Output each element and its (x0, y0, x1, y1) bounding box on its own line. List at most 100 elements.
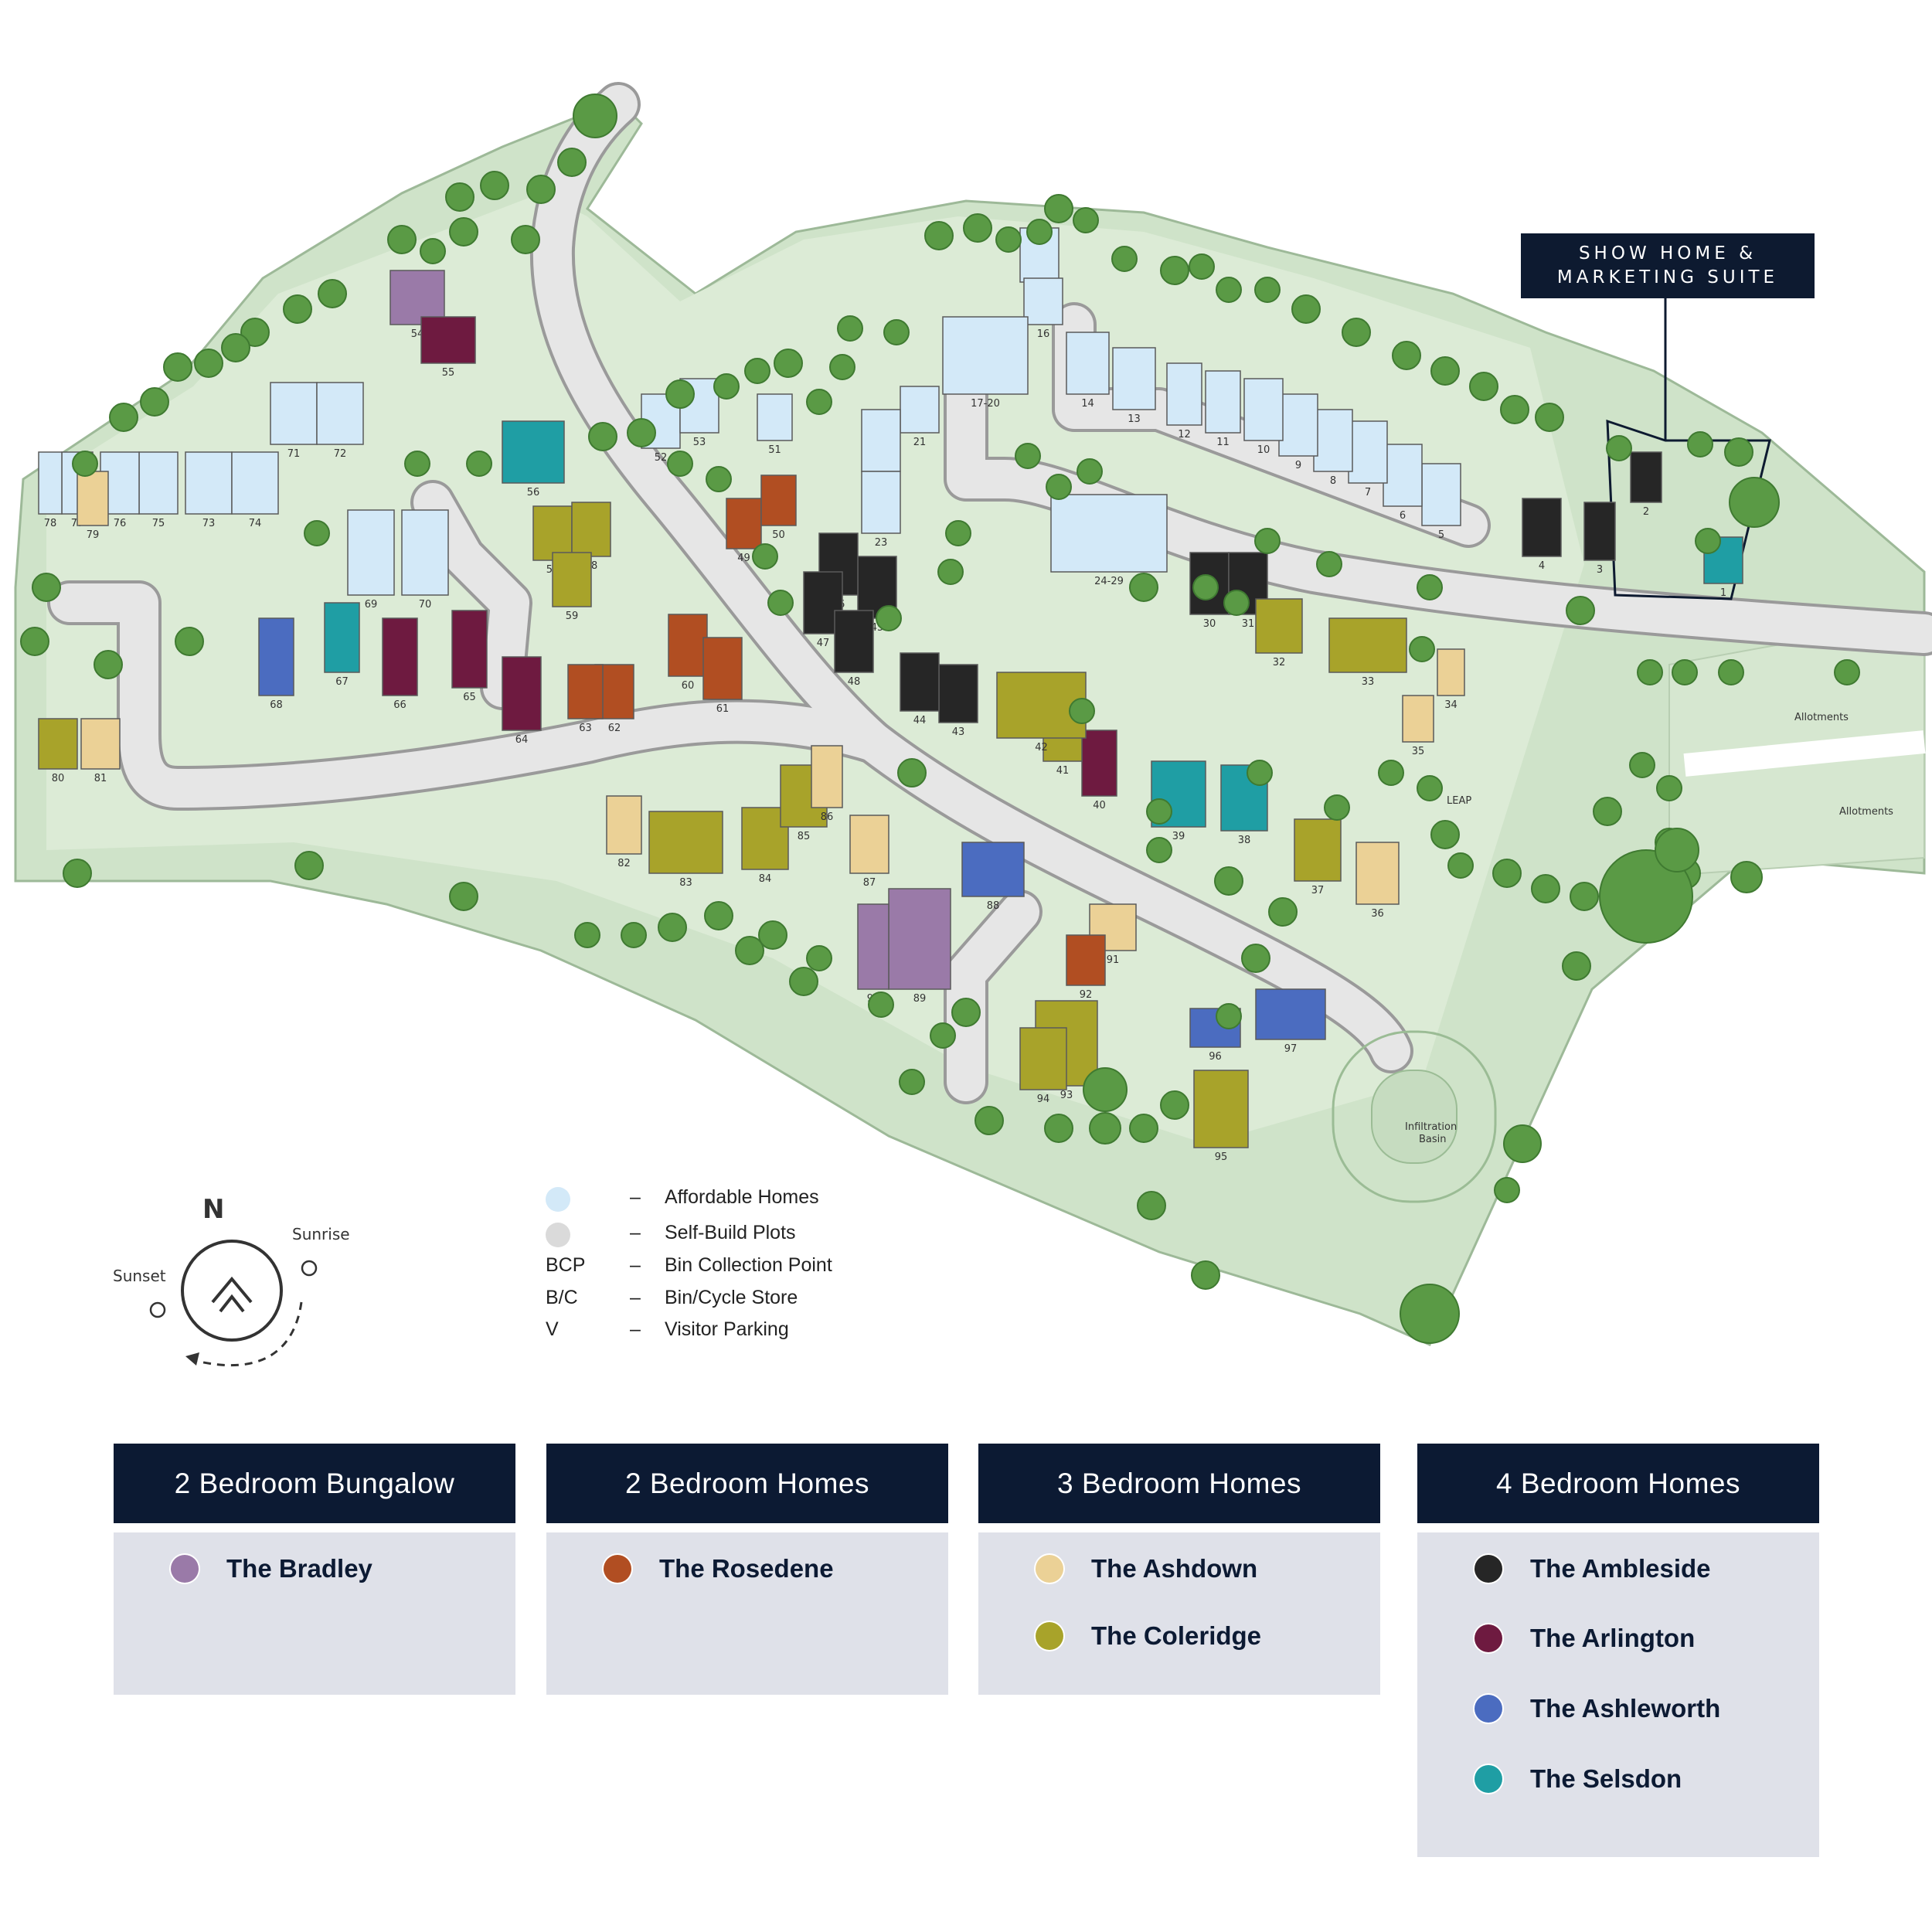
plot-68[interactable]: 68 (258, 617, 294, 711)
plot-49[interactable]: 49 (726, 498, 762, 564)
plot-number: 42 (1035, 742, 1048, 753)
house-footprint (80, 718, 121, 770)
sunrise-icon (301, 1260, 318, 1277)
plot-3[interactable]: 3 (1583, 502, 1616, 576)
house-footprint (1437, 648, 1465, 696)
plot-72[interactable]: 72 (316, 382, 364, 460)
plot-90[interactable]: 90 (857, 903, 889, 1005)
tree-icon (1535, 403, 1564, 432)
plot-95[interactable]: 95 (1193, 1070, 1249, 1163)
plot-16[interactable]: 16 (1023, 277, 1063, 340)
plot-97[interactable]: 97 (1255, 988, 1326, 1055)
plot-32[interactable]: 32 (1255, 598, 1303, 668)
plot-74[interactable]: 74 (231, 451, 279, 529)
house-footprint (571, 502, 611, 557)
plot-59[interactable]: 59 (552, 552, 592, 622)
plot-37[interactable]: 37 (1294, 818, 1342, 896)
plot-79[interactable]: 79 (77, 471, 109, 541)
house-footprint (316, 382, 364, 445)
tree-icon (1129, 1114, 1158, 1143)
plot-88[interactable]: 88 (961, 842, 1025, 912)
plot-1[interactable]: 1 (1703, 536, 1743, 599)
plot-87[interactable]: 87 (849, 815, 889, 889)
plot-94[interactable]: 94 (1019, 1027, 1067, 1105)
plot-89[interactable]: 89 (888, 888, 951, 1005)
tree-icon (1672, 659, 1698, 685)
plot-43[interactable]: 43 (938, 664, 978, 738)
plot-65[interactable]: 65 (451, 610, 488, 703)
plot-number: 67 (335, 676, 349, 688)
plot-64[interactable]: 64 (502, 656, 542, 746)
plot-48[interactable]: 48 (834, 610, 874, 688)
plot-40[interactable]: 40 (1081, 730, 1117, 811)
plot-60[interactable]: 60 (668, 614, 708, 692)
plot-2[interactable]: 2 (1630, 451, 1662, 518)
plot-69[interactable]: 69 (347, 509, 395, 611)
house-footprint (270, 382, 318, 445)
key-description: Bin Collection Point (665, 1254, 832, 1276)
tree-icon (240, 318, 270, 347)
plot-23[interactable]: 23 (861, 471, 901, 549)
plot-39[interactable]: 39 (1151, 760, 1206, 842)
plot-11[interactable]: 11 (1205, 370, 1241, 448)
plot-5[interactable]: 5 (1421, 463, 1461, 541)
tree-icon (1718, 659, 1744, 685)
plot-6[interactable]: 6 (1383, 444, 1423, 522)
plot-12[interactable]: 12 (1166, 362, 1202, 440)
plot-13[interactable]: 13 (1112, 347, 1156, 425)
plot-82[interactable]: 82 (606, 795, 642, 869)
plot-92[interactable]: 92 (1066, 934, 1106, 1001)
plot-number: 17-20 (971, 398, 1000, 410)
plot-9[interactable]: 9 (1278, 393, 1318, 471)
plot-34[interactable]: 34 (1437, 648, 1465, 711)
plot-66[interactable]: 66 (382, 617, 418, 711)
tree-icon (1500, 395, 1529, 424)
plot-44[interactable]: 44 (900, 652, 940, 726)
plot-54[interactable]: 54 (389, 270, 445, 340)
house-type-item: The Ashdown (1036, 1554, 1257, 1583)
plot-63[interactable]: 63 (567, 664, 604, 734)
plot-75[interactable]: 75 (138, 451, 179, 529)
tree-icon (449, 882, 478, 911)
key-swatch (546, 1223, 570, 1247)
site-plan-map: 1234567891011121314151617-2021222324-293… (14, 82, 1932, 1346)
plot-24-29[interactable]: 24-29 (1050, 494, 1168, 587)
house-type-item: The Ambleside (1475, 1554, 1711, 1583)
plot-55[interactable]: 55 (420, 316, 476, 379)
plot-21[interactable]: 21 (900, 386, 940, 448)
tree-icon (806, 945, 832, 971)
plot-8[interactable]: 8 (1313, 409, 1353, 487)
tree-icon (109, 403, 138, 432)
plot-67[interactable]: 67 (324, 602, 360, 688)
plot-61[interactable]: 61 (702, 637, 743, 715)
tree-icon (1089, 1112, 1121, 1145)
plot-4[interactable]: 4 (1522, 498, 1562, 572)
plot-7[interactable]: 7 (1348, 420, 1388, 498)
tree-icon (404, 451, 430, 477)
plot-86[interactable]: 86 (811, 745, 843, 823)
plot-33[interactable]: 33 (1328, 617, 1407, 688)
plot-73[interactable]: 73 (185, 451, 233, 529)
plot-number: 35 (1412, 746, 1425, 757)
plot-83[interactable]: 83 (648, 811, 723, 889)
bedroom-panel-body: The Rosedene (546, 1532, 948, 1695)
tree-icon (1342, 318, 1371, 347)
plot-17-20[interactable]: 17-20 (942, 316, 1029, 410)
house-footprint (1278, 393, 1318, 457)
plot-70[interactable]: 70 (401, 509, 449, 611)
house-type-item: The Selsdon (1475, 1764, 1682, 1794)
plot-number: 96 (1209, 1051, 1222, 1063)
plot-50[interactable]: 50 (760, 474, 797, 541)
plot-81[interactable]: 81 (80, 718, 121, 784)
plot-78[interactable]: 78 (38, 451, 63, 529)
sunset-icon (149, 1301, 166, 1318)
plot-10[interactable]: 10 (1243, 378, 1284, 456)
plot-51[interactable]: 51 (757, 393, 793, 456)
house-footprint (1066, 332, 1110, 395)
plot-80[interactable]: 80 (38, 718, 78, 784)
plot-35[interactable]: 35 (1402, 695, 1434, 757)
plot-14[interactable]: 14 (1066, 332, 1110, 410)
plot-56[interactable]: 56 (502, 420, 565, 498)
plot-36[interactable]: 36 (1355, 842, 1400, 920)
